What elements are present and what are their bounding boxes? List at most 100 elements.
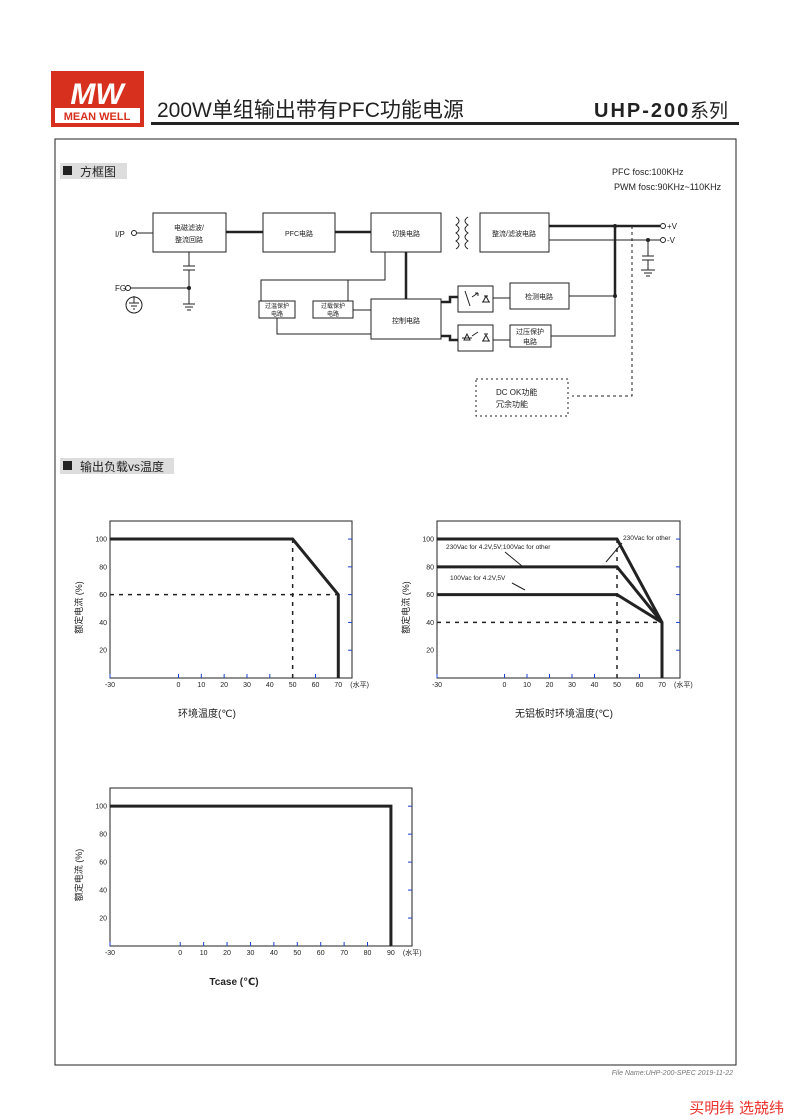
- series-annotation: 100Vac for 4.2V,5V: [450, 575, 506, 582]
- switch-block: [370, 212, 442, 253]
- series-line: [437, 593, 663, 624]
- annotation-arrow: [605, 542, 623, 563]
- x-tick-label: 20: [220, 682, 228, 689]
- meanwell-logo: MW MEAN WELL: [51, 71, 144, 127]
- vminus-terminal: -V: [667, 236, 676, 245]
- watermark-text: 买明纬 选兢纬: [689, 1099, 784, 1117]
- annotation-arrow: [504, 551, 523, 567]
- dcok-block: [475, 378, 569, 417]
- olp-label-1: 过载保护: [321, 302, 345, 310]
- otp-label-1: 过温保护: [265, 302, 289, 310]
- x-tick-label: 0: [177, 682, 181, 689]
- x-tick-label: -30: [432, 682, 442, 689]
- x-tick-label: 40: [270, 950, 278, 957]
- y-tick-label: 80: [99, 564, 107, 571]
- switch-label: 切换电路: [392, 229, 420, 238]
- earth-ground-icon: [125, 296, 143, 314]
- y-tick-label: 80: [426, 564, 434, 571]
- x-tick-label: 60: [312, 682, 320, 689]
- header-rule: [151, 122, 739, 125]
- y-axis-label: 额定电流 (%): [73, 581, 84, 634]
- y-tick-label: 20: [426, 648, 434, 655]
- x-tick-label: 0: [503, 682, 507, 689]
- x-tick-label: 30: [568, 682, 576, 689]
- emi-filter-block: [152, 212, 227, 253]
- dcok-label-2: 冗余功能: [496, 399, 528, 409]
- x-tick-label: 10: [200, 950, 208, 957]
- detect-label: 检测电路: [525, 292, 553, 301]
- x-tick-label: -30: [105, 682, 115, 689]
- emi-label-1: 电磁滤波/: [174, 223, 204, 232]
- capacitor-ground-icon: [641, 240, 655, 277]
- x-tick-label: 0: [178, 950, 182, 957]
- transformer-icon: [455, 216, 469, 250]
- series-line: [110, 804, 393, 946]
- logo-mark: MW: [70, 78, 126, 111]
- x-tick-label: 30: [247, 950, 255, 957]
- series-line: [437, 565, 664, 624]
- plot-frame: [436, 520, 681, 679]
- y-tick-label: 60: [99, 860, 107, 867]
- series-annotation: 230Vac for other: [623, 535, 671, 542]
- y-axis-label: 额定电流 (%): [400, 581, 411, 634]
- optocoupler-icon: [457, 285, 494, 313]
- pfc-block: [262, 212, 336, 253]
- y-tick-label: 100: [422, 537, 434, 544]
- x-axis-label: 环境温度(℃): [178, 707, 236, 720]
- y-tick-label: 40: [426, 620, 434, 627]
- control-label: 控制电路: [392, 316, 420, 325]
- ip-terminal-label: I/P: [115, 230, 125, 239]
- plot-frame: [109, 787, 413, 947]
- x-tick-label: 50: [293, 950, 301, 957]
- x-axis-label: Tcase (℃): [209, 977, 258, 988]
- x-tick-label: 50: [613, 682, 621, 689]
- rectifier-label: 整流/滤波电路: [492, 229, 536, 238]
- content-frame: [54, 138, 737, 1066]
- section-bullet-icon: [63, 166, 72, 175]
- x-tick-label: 20: [546, 682, 554, 689]
- x-tick-label: 40: [266, 682, 274, 689]
- plot-frame: [109, 520, 353, 679]
- y-tick-label: 40: [99, 620, 107, 627]
- section-bullet-icon: [63, 461, 72, 470]
- x-tick-label: 70: [658, 682, 666, 689]
- pfc-frequency: PFC fosc:100KHz: [612, 167, 684, 177]
- detect-block: [509, 282, 570, 310]
- x-tick-label: 10: [197, 682, 205, 689]
- x-tick-label: 70: [340, 950, 348, 957]
- x-tick-label: 60: [636, 682, 644, 689]
- ovp-label-1: 过压保护: [516, 327, 544, 336]
- section-header-bg: [60, 458, 174, 474]
- x-tick-label: 90: [387, 950, 395, 957]
- section-title-derating: 输出负载vs温度: [80, 459, 164, 474]
- x-tick-label: 10: [523, 682, 531, 689]
- x-tick-label: 20: [223, 950, 231, 957]
- olp-label-2: 电路: [327, 310, 339, 318]
- x-tick-label: 70: [334, 682, 342, 689]
- series-suffix: 系列: [690, 100, 728, 122]
- series-annotation: 230Vac for 4.2V,5V;100Vac for other: [446, 544, 551, 551]
- x-unit-label: (水平): [403, 948, 422, 957]
- y-tick-label: 100: [95, 804, 107, 811]
- y-tick-label: 60: [426, 592, 434, 599]
- x-axis-label: 无铝板时环境温度(℃): [515, 707, 613, 720]
- annotation-arrow: [511, 582, 526, 591]
- pfc-label: PFC电路: [285, 229, 313, 238]
- y-tick-label: 20: [99, 916, 107, 923]
- x-tick-label: 80: [364, 950, 372, 957]
- x-tick-label: 30: [243, 682, 251, 689]
- y-tick-label: 80: [99, 832, 107, 839]
- dcok-label-1: DC OK功能: [496, 387, 537, 397]
- series-line: [437, 537, 664, 678]
- y-axis-label: 额定电流 (%): [73, 849, 84, 902]
- derating-chart-no-plate: -30 0 10 20 30 40 50 60 70 (水平) 20 40 60 80 100 额定电流 (%…: [400, 520, 693, 720]
- x-tick-label: 50: [289, 682, 297, 689]
- x-tick-label: 40: [591, 682, 599, 689]
- x-unit-label: (水平): [674, 680, 693, 689]
- page-title: 200W单组输出带有PFC功能电源: [157, 99, 464, 122]
- fg-terminal-label: FG: [115, 284, 126, 293]
- series-name: UHP-200: [594, 100, 690, 122]
- y-tick-label: 20: [99, 648, 107, 655]
